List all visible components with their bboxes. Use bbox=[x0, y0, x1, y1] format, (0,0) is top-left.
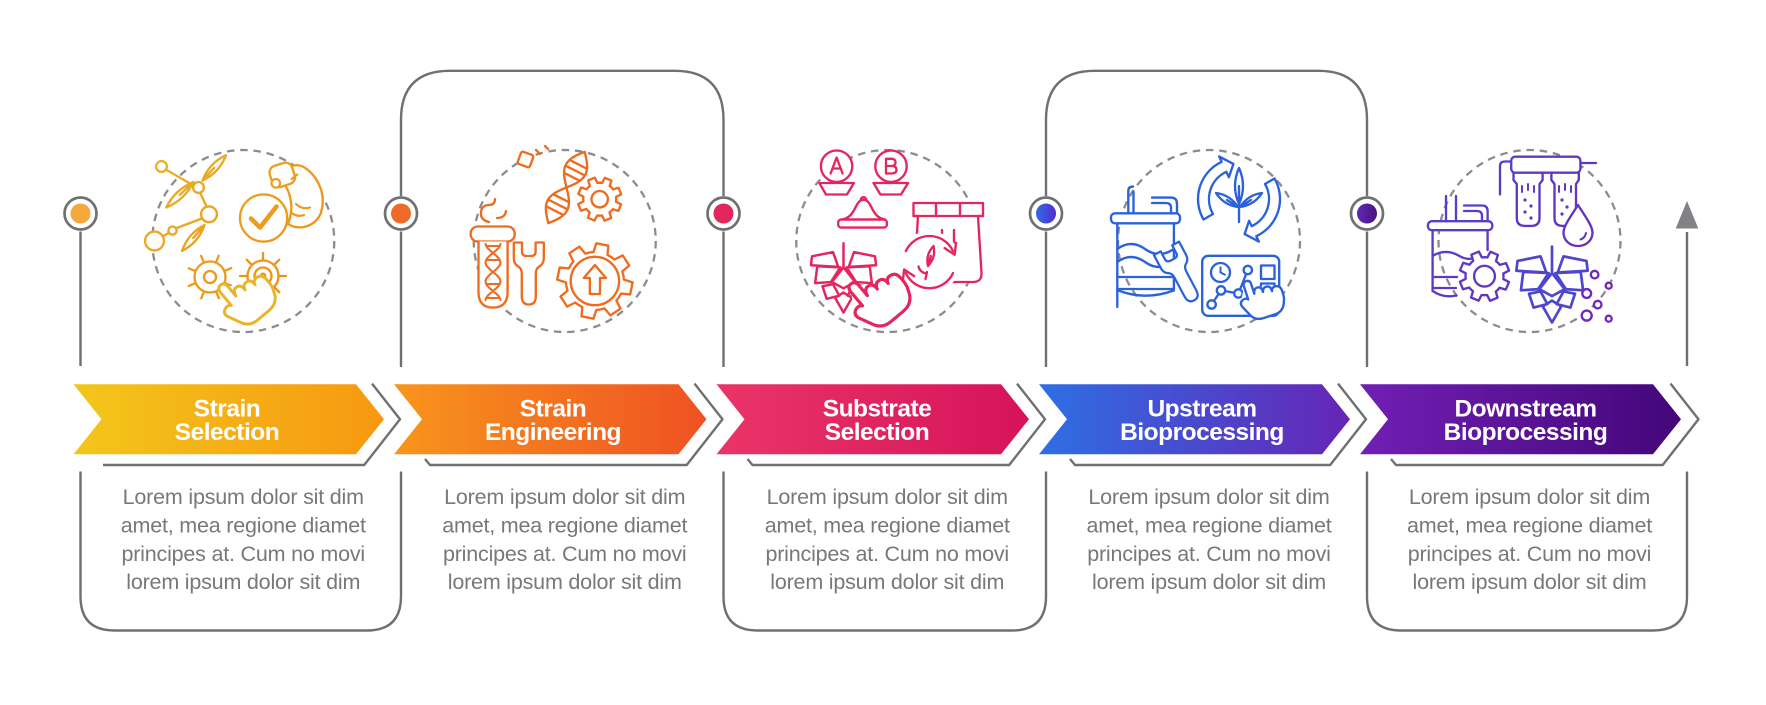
svg-text:lorem ipsum dolor sit dim: lorem ipsum dolor sit dim bbox=[770, 570, 1004, 594]
svg-text:Bioprocessing: Bioprocessing bbox=[1444, 419, 1608, 446]
svg-text:Lorem ipsum dolor sit dim: Lorem ipsum dolor sit dim bbox=[1088, 485, 1329, 509]
svg-text:Selection: Selection bbox=[175, 419, 279, 446]
svg-text:Lorem ipsum dolor sit dim: Lorem ipsum dolor sit dim bbox=[123, 485, 364, 509]
svg-text:Upstream: Upstream bbox=[1147, 396, 1256, 423]
svg-text:amet, mea regione diamet: amet, mea regione diamet bbox=[1087, 513, 1332, 537]
svg-text:Substrate: Substrate bbox=[823, 396, 932, 423]
svg-text:lorem ipsum dolor sit dim: lorem ipsum dolor sit dim bbox=[448, 570, 682, 594]
svg-text:principes at. Cum no movi: principes at. Cum no movi bbox=[765, 542, 1009, 566]
svg-text:Downstream: Downstream bbox=[1454, 396, 1596, 423]
svg-text:principes at. Cum no movi: principes at. Cum no movi bbox=[1087, 542, 1331, 566]
svg-text:amet, mea regione diamet: amet, mea regione diamet bbox=[442, 513, 687, 537]
svg-text:amet, mea regione diamet: amet, mea regione diamet bbox=[765, 513, 1010, 537]
svg-text:principes at. Cum no movi: principes at. Cum no movi bbox=[1408, 542, 1652, 566]
svg-text:Lorem ipsum dolor sit dim: Lorem ipsum dolor sit dim bbox=[767, 485, 1008, 509]
svg-text:Bioprocessing: Bioprocessing bbox=[1120, 419, 1284, 446]
svg-text:Strain: Strain bbox=[194, 396, 260, 423]
svg-text:Selection: Selection bbox=[825, 419, 929, 446]
svg-text:lorem ipsum dolor sit dim: lorem ipsum dolor sit dim bbox=[1092, 570, 1326, 594]
svg-text:amet, mea regione diamet: amet, mea regione diamet bbox=[1407, 513, 1652, 537]
svg-text:lorem ipsum dolor sit dim: lorem ipsum dolor sit dim bbox=[1413, 570, 1647, 594]
svg-text:principes at. Cum no movi: principes at. Cum no movi bbox=[443, 542, 687, 566]
svg-text:Engineering: Engineering bbox=[485, 419, 621, 446]
svg-text:principes at. Cum no movi: principes at. Cum no movi bbox=[121, 542, 365, 566]
svg-text:Lorem ipsum dolor sit dim: Lorem ipsum dolor sit dim bbox=[1409, 485, 1650, 509]
svg-text:Strain: Strain bbox=[520, 396, 586, 423]
svg-text:Lorem ipsum dolor sit dim: Lorem ipsum dolor sit dim bbox=[444, 485, 685, 509]
svg-text:lorem ipsum dolor sit dim: lorem ipsum dolor sit dim bbox=[126, 570, 360, 594]
svg-text:amet, mea regione diamet: amet, mea regione diamet bbox=[121, 513, 366, 537]
